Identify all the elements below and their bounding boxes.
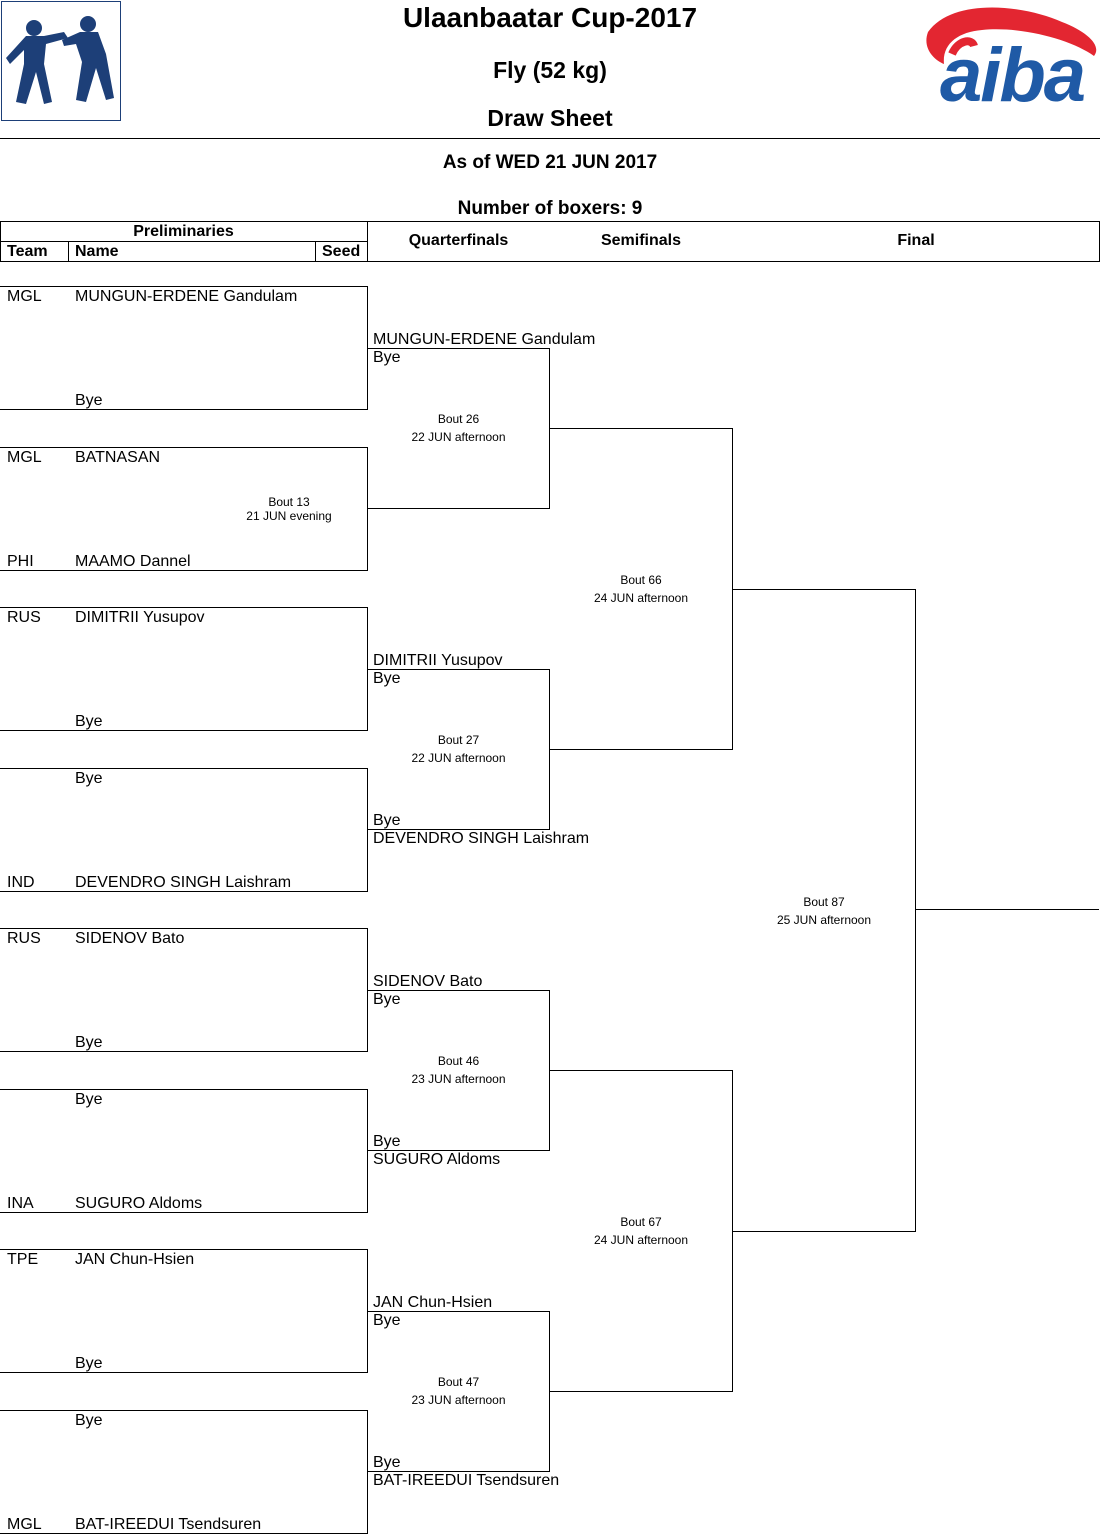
team-code: IND (7, 874, 35, 891)
aiba-logo: aiba (912, 4, 1100, 116)
bout-time: 21 JUN evening (246, 509, 332, 523)
boxer-name: MUNGUN-ERDENE Gandulam (75, 288, 298, 305)
bracket-line (915, 909, 1099, 910)
header-divider (0, 138, 1100, 139)
bout-number: Bout 66 (620, 573, 662, 587)
boxer-name: Bye (373, 670, 401, 687)
preliminary-box (0, 1410, 368, 1534)
team-code: RUS (7, 930, 41, 947)
bout-time: 24 JUN afternoon (593, 1233, 689, 1247)
boxer-name: DEVENDRO SINGH Laishram (75, 874, 292, 891)
boxer-name: MAAMO Dannel (75, 553, 191, 570)
bout-number: Bout 13 (268, 495, 310, 509)
boxer-name: BAT-IREEDUI Tsendsuren (373, 1472, 560, 1489)
quarterfinal-box (367, 348, 550, 509)
final-header: Final (897, 232, 935, 249)
boxer-name: SIDENOV Bato (373, 973, 483, 990)
quarterfinals-header: Quarterfinals (408, 232, 509, 249)
aiba-logo-text: aiba (940, 33, 1086, 118)
boxer-name: Bye (75, 713, 103, 730)
quarterfinal-box (367, 1311, 550, 1472)
preliminaries-header: Preliminaries (133, 223, 234, 240)
boxer-count: Number of boxers: 9 (457, 198, 643, 219)
bout-number: Bout 46 (437, 1054, 480, 1068)
bout-number: Bout 67 (620, 1215, 662, 1229)
bout-time: 23 JUN afternoon (411, 1072, 506, 1086)
event-title: Ulaanbaatar Cup-2017 (402, 2, 698, 33)
boxer-name: SUGURO Aldoms (75, 1195, 203, 1212)
boxer-name: Bye (373, 349, 401, 366)
preliminary-box (0, 1089, 368, 1213)
boxer-name: Bye (373, 991, 401, 1008)
boxer-name: BATNASAN (75, 449, 161, 466)
boxer-name: Bye (75, 1412, 103, 1429)
boxer-name: BAT-IREEDUI Tsendsuren (75, 1516, 262, 1533)
boxer-name: DIMITRII Yusupov (373, 652, 503, 669)
preliminary-box (0, 447, 368, 571)
team-code: TPE (7, 1251, 39, 1268)
boxer-name: Bye (75, 392, 103, 409)
semifinals-header: Semifinals (600, 232, 682, 249)
bout-time: 22 JUN afternoon (411, 751, 506, 765)
bout-time: 22 JUN afternoon (411, 430, 506, 444)
team-code: PHI (7, 553, 34, 570)
bout-time: 23 JUN afternoon (411, 1393, 506, 1407)
boxer-name: Bye (75, 770, 103, 787)
team-code: RUS (7, 609, 41, 626)
boxer-name: Bye (373, 1133, 401, 1150)
final-box (732, 589, 916, 1232)
semifinal-box (549, 428, 733, 750)
semifinal-box (549, 1070, 733, 1392)
bout-number: Bout 26 (437, 412, 480, 426)
boxer-name: JAN Chun-Hsien (75, 1251, 195, 1268)
quarterfinal-box (367, 990, 550, 1151)
bout-number: Bout 27 (437, 733, 480, 747)
boxer-name: Bye (75, 1091, 103, 1108)
team-code: INA (7, 1195, 34, 1212)
seed-header: Seed (322, 243, 361, 260)
boxer-name: Bye (373, 1454, 401, 1471)
bout-number: Bout 87 (803, 895, 845, 909)
boxer-name: Bye (373, 1312, 401, 1329)
bout-number: Bout 47 (437, 1375, 480, 1389)
team-code: MGL (7, 1516, 42, 1533)
team-code: MGL (7, 449, 42, 466)
team-header: Team (7, 243, 48, 260)
boxer-name: Bye (75, 1355, 103, 1372)
boxer-name: DIMITRII Yusupov (75, 609, 205, 626)
name-header: Name (75, 243, 119, 260)
bout-time: 24 JUN afternoon (593, 591, 689, 605)
quarterfinal-box (367, 669, 550, 830)
bout-time: 25 JUN afternoon (776, 913, 872, 927)
boxing-logo (1, 1, 121, 121)
preliminary-box (0, 768, 368, 892)
boxer-name: SIDENOV Bato (75, 930, 185, 947)
boxer-name: SUGURO Aldoms (373, 1151, 501, 1168)
boxer-name: JAN Chun-Hsien (373, 1294, 493, 1311)
sheet-title: Draw Sheet (487, 105, 613, 131)
as-of-date: As of WED 21 JUN 2017 (442, 152, 658, 173)
boxer-name: MUNGUN-ERDENE Gandulam (373, 331, 596, 348)
boxer-name: DEVENDRO SINGH Laishram (373, 830, 590, 847)
weight-category: Fly (52 kg) (493, 57, 607, 83)
boxer-name: Bye (373, 812, 401, 829)
boxer-name: Bye (75, 1034, 103, 1051)
team-code: MGL (7, 288, 42, 305)
